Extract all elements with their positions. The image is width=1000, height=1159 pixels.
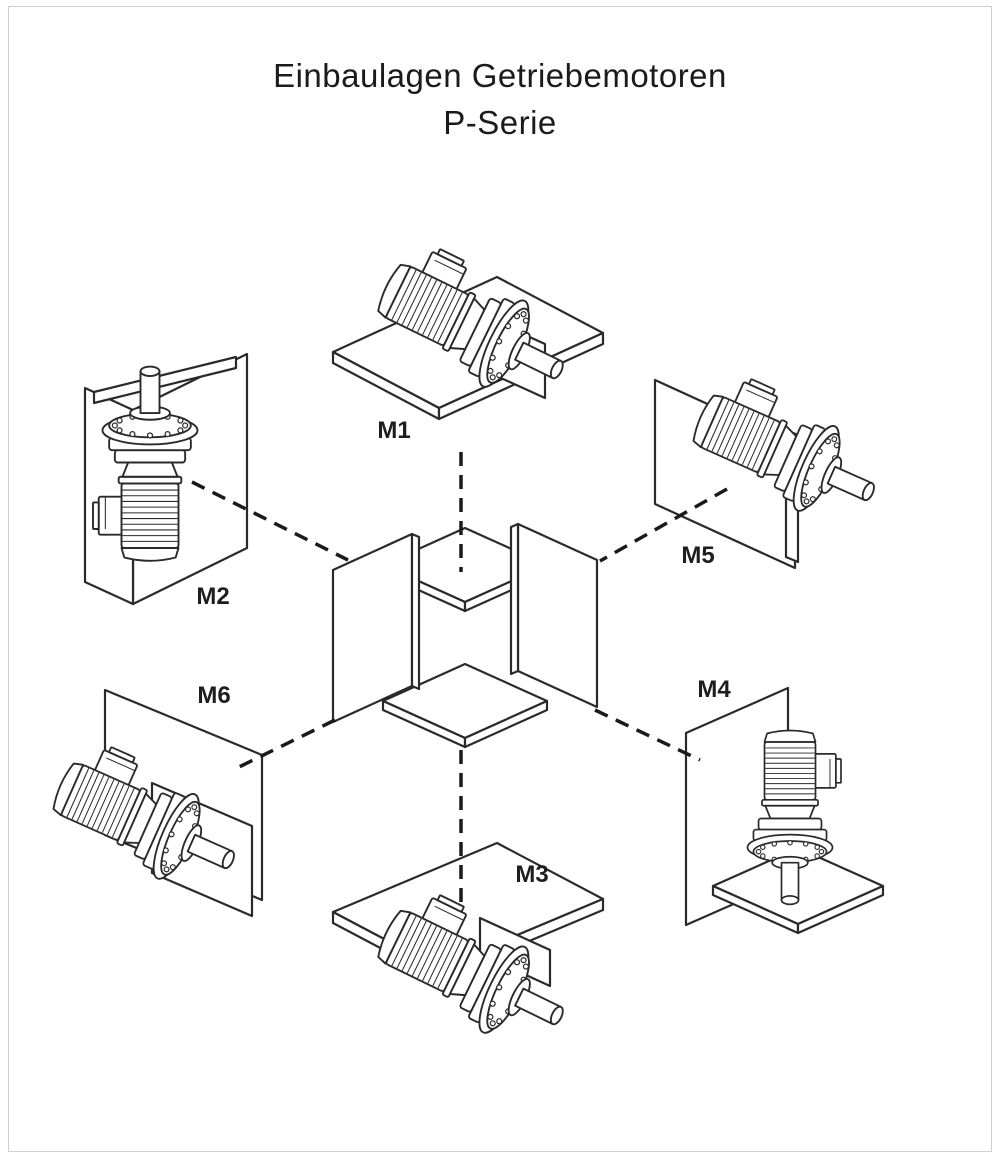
label-m4: M4	[697, 676, 731, 703]
connector-m2-dashed-line	[191, 480, 349, 562]
cube-right-wall	[516, 522, 599, 709]
title-line-2: P-Serie	[443, 104, 557, 141]
connector-m6-dashed-line	[236, 718, 336, 770]
label-m3: M3	[515, 861, 549, 888]
label-m1: M1	[377, 417, 411, 444]
position-connectors	[191, 452, 728, 928]
diagram-title: Einbaulagen Getriebemotoren P-Serie	[0, 52, 1000, 146]
mounting-cube	[331, 522, 599, 749]
title-line-1: Einbaulagen Getriebemotoren	[273, 57, 727, 94]
label-m5: M5	[681, 542, 715, 569]
label-m2: M2	[196, 583, 230, 610]
connector-m5-dashed-line	[599, 487, 728, 563]
label-m6: M6	[197, 682, 231, 709]
connector-m4-dashed-line	[594, 708, 701, 762]
